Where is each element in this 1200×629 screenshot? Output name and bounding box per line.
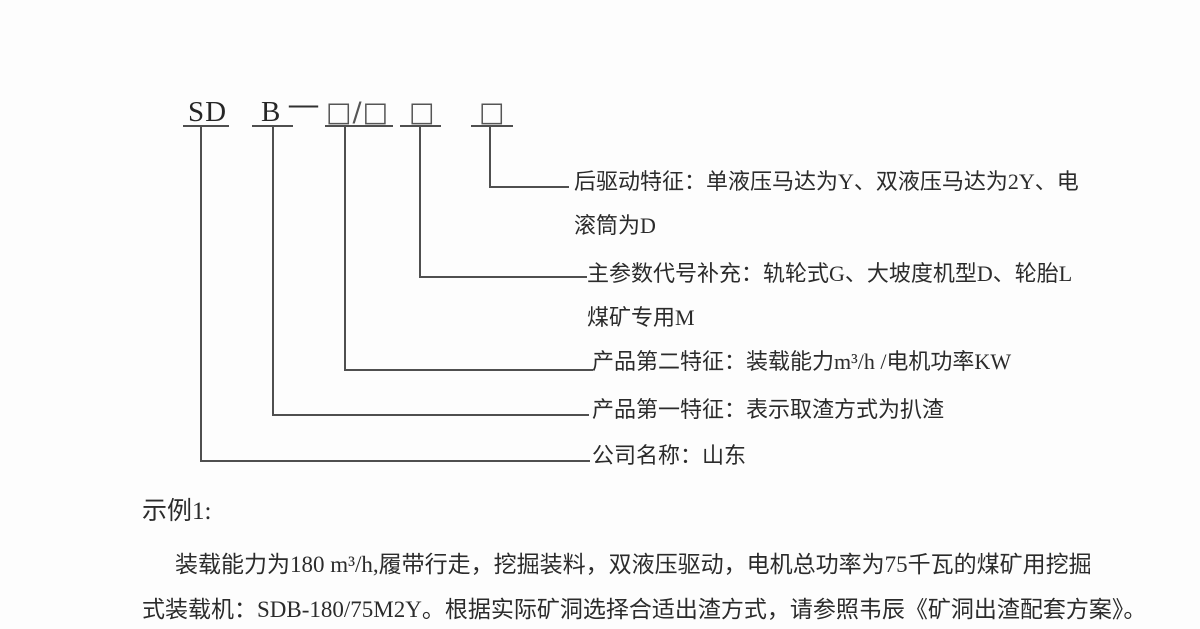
callout-line: 公司名称：山东 xyxy=(592,443,747,468)
model-code-dash: — xyxy=(289,88,318,120)
connector-horizontal-first-feature xyxy=(272,414,589,416)
connector-vertical-rear-drive xyxy=(489,127,491,188)
model-code-placeholder-3: □ xyxy=(409,97,436,128)
callout-line: 产品第一特征：表示取渣方式为扒渣 xyxy=(592,397,945,422)
example-paragraph-line-2: 式装载机：SDB-180/75M2Y。根据实际矿洞选择合适出渣方式，请参照韦辰《… xyxy=(142,597,1147,622)
connector-horizontal-rear-drive xyxy=(489,186,569,188)
connector-vertical-main-param xyxy=(419,127,421,278)
callout-line: 煤矿专用M xyxy=(587,305,695,330)
underline-box-3 xyxy=(400,125,441,127)
underline-b xyxy=(252,125,293,127)
underline-box-4 xyxy=(471,125,513,127)
connector-vertical-second-feature xyxy=(344,127,346,371)
model-code-placeholder-pair: □/□ xyxy=(326,97,390,128)
connector-vertical-company xyxy=(200,127,202,462)
callout-company-name: 公司名称：山东 xyxy=(592,434,746,478)
callout-line: 产品第二特征：装载能力m³/h /电机功率KW xyxy=(592,349,1012,374)
model-code-company-prefix: SD xyxy=(188,96,228,128)
model-code-feature-letter: B xyxy=(261,96,282,128)
connector-vertical-first-feature xyxy=(272,127,274,416)
connector-horizontal-main-param xyxy=(419,276,587,278)
callout-main-parameter-supplement: 主参数代号补充：轨轮式G、大坡度机型D、轮胎L 煤矿专用M xyxy=(587,252,1072,340)
underline-sd xyxy=(183,125,229,127)
underline-box-pair xyxy=(325,125,393,127)
connector-horizontal-company xyxy=(200,460,590,462)
callout-rear-drive-feature: 后驱动特征：单液压马达为Y、双液压马达为2Y、电 滚筒为D xyxy=(574,160,1079,248)
callout-line: 滚筒为D xyxy=(574,213,656,238)
callout-line: 后驱动特征：单液压马达为Y、双液压马达为2Y、电 xyxy=(574,169,1079,194)
callout-first-product-feature: 产品第一特征：表示取渣方式为扒渣 xyxy=(592,388,944,432)
example-paragraph-line-1: 装载能力为180 m³/h,履带行走，挖掘装料，双液压驱动，电机总功率为75千瓦… xyxy=(175,552,1092,577)
callout-line: 主参数代号补充：轨轮式G、大坡度机型D、轮胎L xyxy=(587,261,1073,286)
example-heading: 示例1: xyxy=(142,498,212,525)
callout-second-product-feature: 产品第二特征：装载能力m³/h /电机功率KW xyxy=(592,340,1011,384)
connector-horizontal-second-feature xyxy=(344,369,593,371)
model-code-placeholder-4: □ xyxy=(479,97,506,128)
